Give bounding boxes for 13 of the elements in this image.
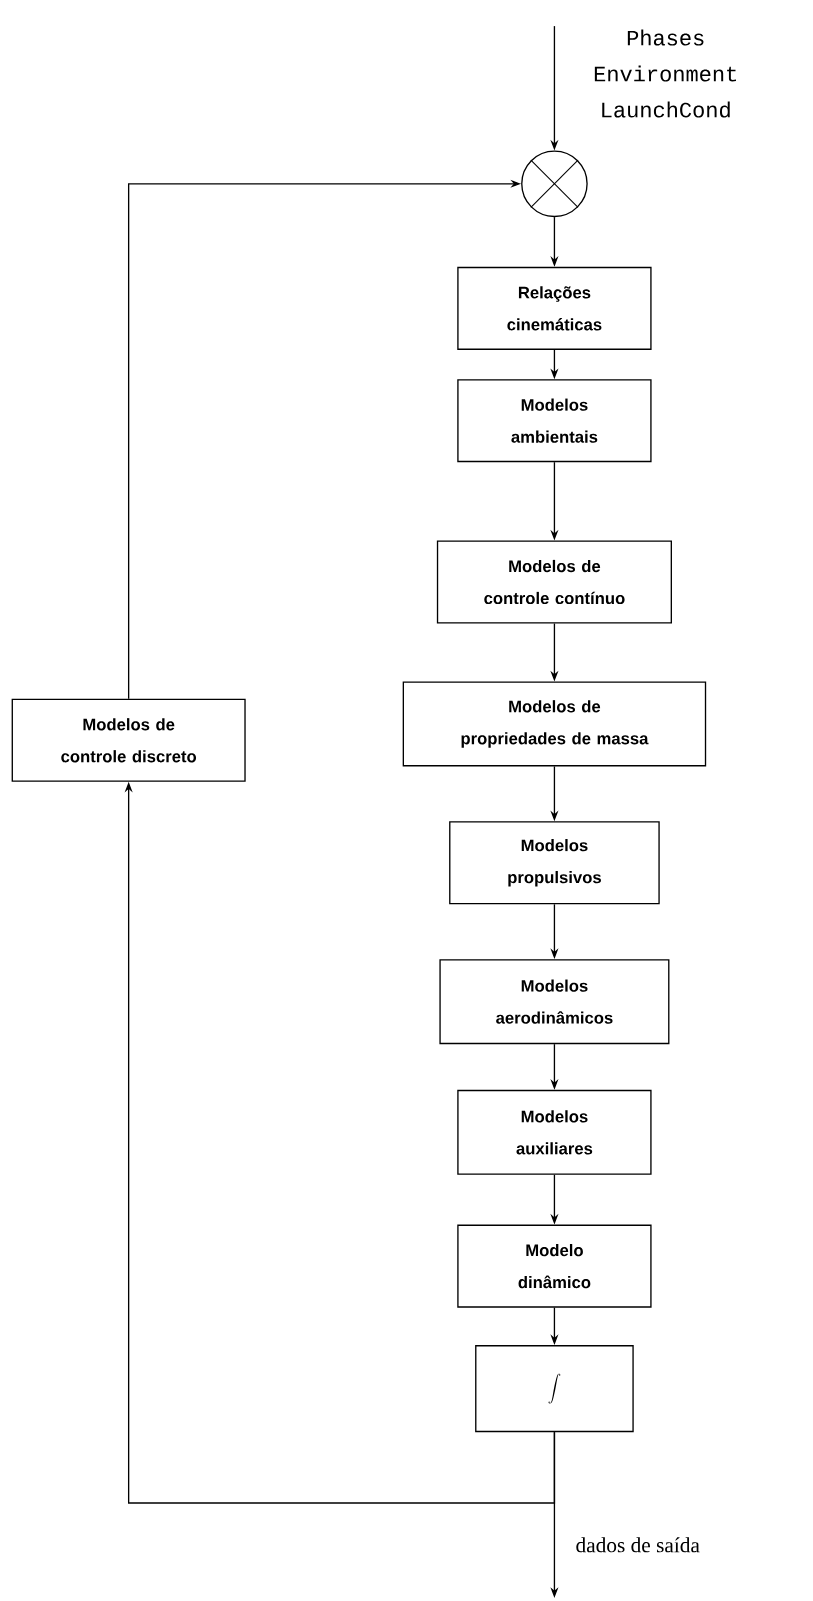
process-box: Modelos auxiliares <box>457 1089 652 1175</box>
process-box: Modelo dinâmico <box>457 1224 652 1308</box>
process-box: Modelos de propriedades de massa <box>402 681 707 767</box>
process-box: Modelos propulsivos <box>449 821 660 905</box>
summing-junction <box>521 150 588 218</box>
edge-label: dados de saída <box>576 1537 700 1553</box>
process-box: Modelos aerodinâmicos <box>439 959 670 1045</box>
process-box: Modelos de controle contínuo <box>437 540 673 624</box>
process-box: Modelos de controle discreto <box>11 698 246 782</box>
process-box: Relações cinemáticas <box>457 266 652 350</box>
integrator-box: $\int$ <box>475 1345 634 1433</box>
process-box: Modelos ambientais <box>457 379 652 463</box>
signal-names: Phases Environment LaunchCond <box>595 29 737 118</box>
